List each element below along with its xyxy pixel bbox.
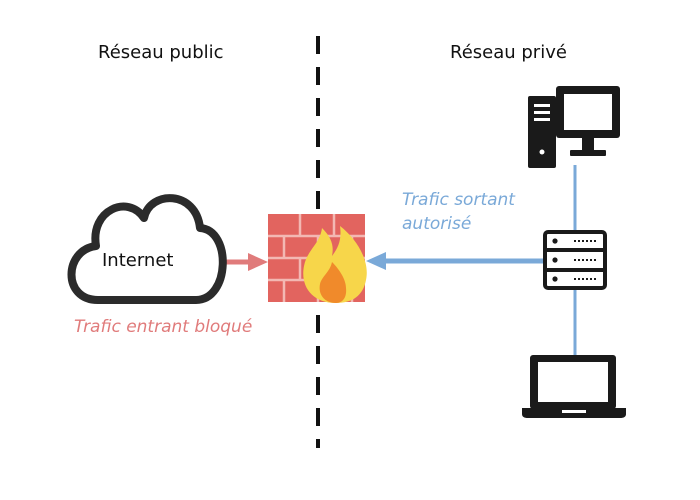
outbound-traffic-label-line2: autorisé xyxy=(402,214,472,234)
cloud-icon xyxy=(67,194,227,304)
flame-outer-icon xyxy=(303,226,367,303)
laptop-icon xyxy=(522,355,626,418)
firewall-icon xyxy=(268,214,367,303)
outbound-arrow xyxy=(366,252,545,270)
flame-inner-icon xyxy=(319,262,347,303)
internet-label: Internet xyxy=(102,250,174,271)
server-icon xyxy=(543,230,607,290)
desktop-computer-icon xyxy=(528,86,620,168)
inbound-traffic-label: Trafic entrant bloqué xyxy=(74,317,253,337)
outbound-traffic-label-line1: Trafic sortant xyxy=(402,190,515,210)
private-network-title: Réseau privé xyxy=(450,42,567,63)
public-network-title: Réseau public xyxy=(98,42,224,63)
